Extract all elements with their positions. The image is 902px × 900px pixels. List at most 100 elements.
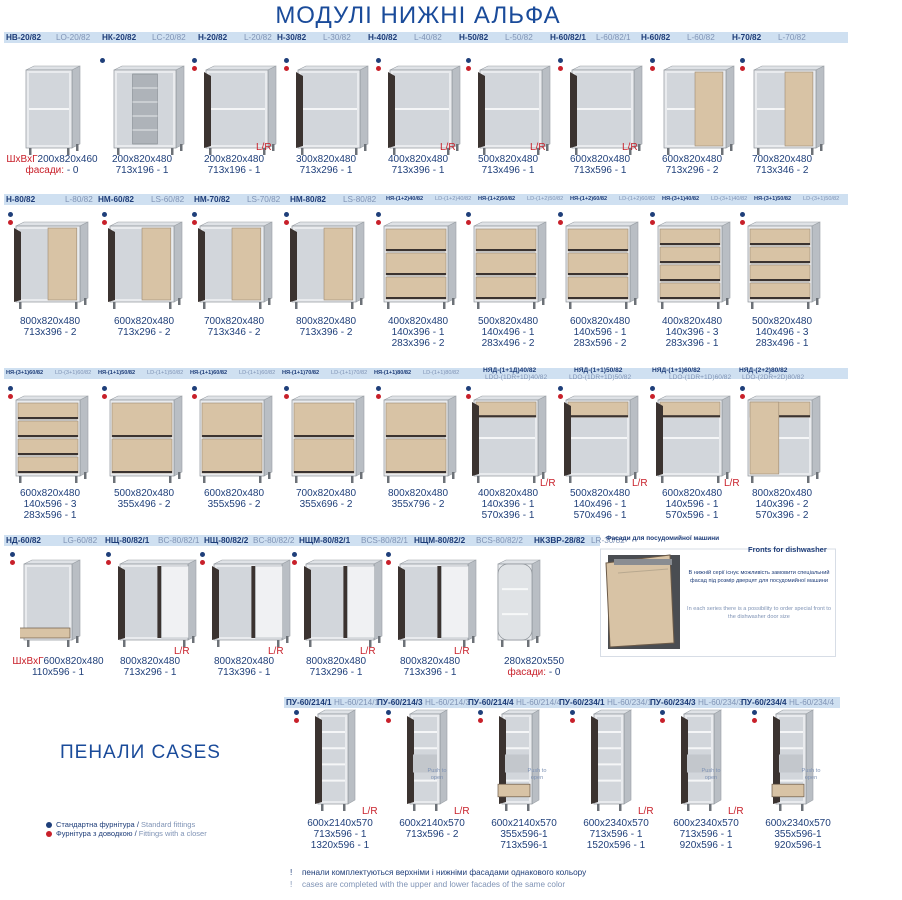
- cabinet-drawing: [663, 65, 735, 155]
- closer-fittings-dot-icon: [376, 394, 381, 399]
- standard-fittings-dot-icon: [8, 386, 13, 391]
- dimension-value: 600x820x480: [661, 154, 723, 165]
- closer-fittings-dot-icon: [192, 66, 197, 71]
- legend-closer-ua: Фурнітура з доводкою: [56, 829, 133, 838]
- facade-value: 140x396 - 1: [391, 327, 445, 338]
- facade-line: 355x596-1: [474, 829, 574, 840]
- facade-value: 713x596 - 2: [405, 829, 459, 840]
- tall-cabinet-drawing: [407, 709, 449, 811]
- code-label: Н-70/82: [732, 33, 762, 42]
- note-ua: !пенали комплектуються верхніми і нижнім…: [290, 868, 586, 877]
- facade-line-extra: 570x596 - 1: [665, 510, 719, 521]
- dimension-value: 600x820x480: [43, 656, 104, 667]
- facade-line: 713x596 - 2: [382, 829, 482, 840]
- code-label: НМ-60/82: [98, 195, 134, 204]
- dimension-line: 700x820x480: [184, 316, 284, 327]
- code-label: HL-60/214/1: [334, 698, 380, 707]
- code-label: Н-50/82: [459, 33, 489, 42]
- dimension-line: 800x820x480: [0, 316, 100, 327]
- left-right-marker: L/R: [454, 646, 470, 657]
- facade-value: - 0: [66, 165, 79, 176]
- closer-fittings-dot-icon: [558, 394, 563, 399]
- cabinet-drawing: [304, 559, 383, 647]
- standard-fittings-dot-icon: [558, 212, 563, 217]
- cabinet-drawing: [118, 559, 197, 647]
- facade-value: 140x496 - 3: [755, 327, 809, 338]
- facade-line: 713x296 - 1: [276, 165, 376, 176]
- dimension-line: 200x820x480: [184, 154, 284, 165]
- cabinet-drawing: [383, 221, 457, 309]
- closer-fittings-dot-icon: [740, 66, 745, 71]
- dishwasher-text-ua: В нижній серії існує можливість замовити…: [688, 570, 830, 584]
- code-label: НЩМ-80/82/2: [414, 536, 466, 545]
- standard-fittings-dot-icon: [192, 58, 197, 63]
- cabinet-drawing: [478, 65, 551, 155]
- dimension-value: 400x820x480: [387, 154, 449, 165]
- dimension-value: 800x820x480: [295, 316, 357, 327]
- dimension-value: 280x820x550: [503, 656, 565, 667]
- closer-fittings-dot-icon: [102, 220, 107, 225]
- fittings-dots: [10, 552, 16, 568]
- code-label: LS-80/82: [343, 195, 377, 204]
- fittings-dots: [466, 58, 472, 74]
- standard-fittings-dot-icon: [294, 710, 299, 715]
- standard-fittings-dot-icon: [376, 212, 381, 217]
- facade-value: 355x496 - 2: [117, 499, 171, 510]
- code-label: Н-40/82: [368, 33, 398, 42]
- dimension-value: 600x2140x570: [307, 818, 373, 829]
- standard-fittings-dot-icon: [386, 552, 391, 557]
- left-right-marker: L/R: [174, 646, 190, 657]
- standard-fittings-dot-icon: [292, 552, 297, 557]
- code-label: LD-(1+1)50/82: [147, 370, 184, 376]
- closer-fittings-dot-icon: [106, 560, 111, 565]
- fittings-dots: [376, 212, 382, 228]
- dimension-value: 800x820x480: [213, 656, 275, 667]
- dimension-value: 500x820x480: [113, 488, 175, 499]
- dimension-value: 700x820x480: [751, 154, 813, 165]
- tall-cabinet-drawing: [315, 709, 357, 811]
- dimension-value: 600x2340x570: [583, 818, 649, 829]
- code-label: ПУ-60/234/4: [741, 698, 787, 707]
- dimension-line: 600x2340x570: [566, 818, 666, 829]
- code-label: L-60/82/1: [596, 33, 631, 42]
- facade-line: 140x496 - 1: [550, 499, 650, 510]
- code-label: НЯ-(1+2)50/82: [478, 196, 516, 202]
- closer-fittings-dot-icon: [752, 718, 757, 723]
- facade-value: 110x596 - 1: [31, 667, 85, 678]
- closer-fittings-dot-icon: [660, 718, 665, 723]
- code-label: Н-60/82/1: [550, 33, 586, 42]
- legend-standard-ua: Стандартна фурнітура: [56, 820, 135, 829]
- facade-value: - 0: [548, 667, 561, 678]
- cabinet-drawing: [473, 221, 547, 309]
- dimension-line: 500x820x480: [550, 488, 650, 499]
- code-label: Н-80/82: [6, 195, 36, 204]
- dimension-line: 500x820x480: [458, 316, 558, 327]
- code-label: L-80/82: [65, 195, 93, 204]
- left-right-marker: L/R: [454, 806, 470, 817]
- dimension-value: 700x820x480: [203, 316, 265, 327]
- dimension-line: 200x820x480: [92, 154, 192, 165]
- standard-fittings-dot-icon: [192, 386, 197, 391]
- standard-fittings-dot-icon: [386, 710, 391, 715]
- code-label: LS-60/82: [151, 195, 185, 204]
- code-label: L-40/82: [414, 33, 442, 42]
- closer-fittings-dot-icon: [10, 560, 15, 565]
- code-label: LS-70/82: [247, 195, 281, 204]
- facade-line: 110x596 - 1: [8, 667, 108, 678]
- dimension-line: 280x820x550: [484, 656, 584, 667]
- cabinet-drawing: [14, 221, 89, 309]
- fittings-dots: [740, 386, 746, 402]
- dimension-value: 600x820x480: [113, 316, 175, 327]
- code-label: BCS-80/82/2: [476, 536, 523, 545]
- facade-line: 713x346 - 2: [184, 327, 284, 338]
- dimension-line: 400x820x480: [368, 154, 468, 165]
- facade-line: 140x496 - 3: [732, 327, 832, 338]
- dimension-label: ШхВхГ: [12, 656, 44, 667]
